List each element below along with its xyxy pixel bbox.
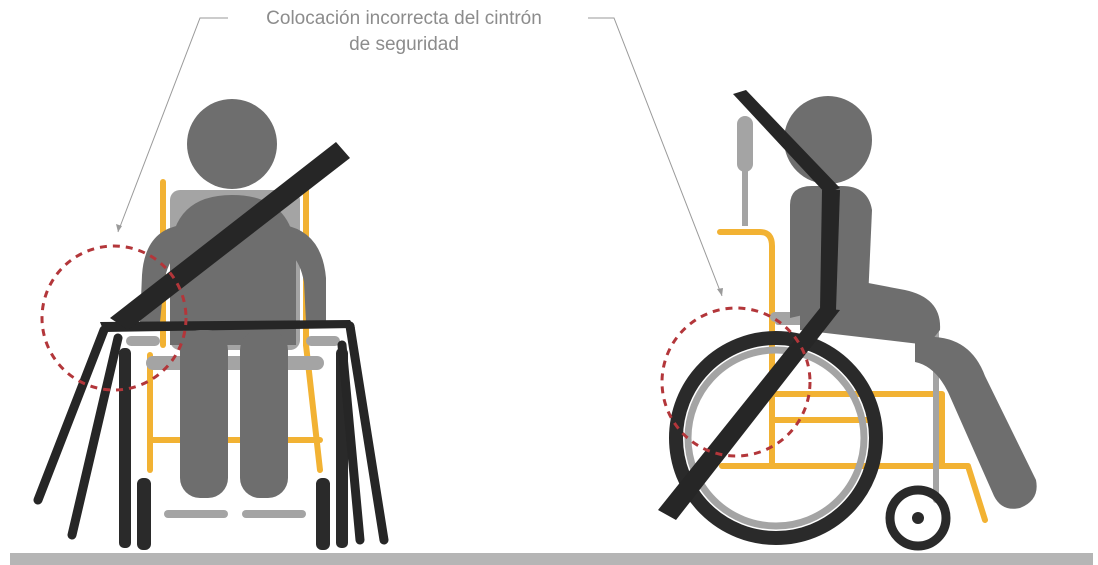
front-armrest-bar <box>100 320 355 332</box>
leader-lines <box>116 17 723 297</box>
front-side-pad-left <box>126 336 160 346</box>
caption-line-2: de seguridad <box>349 34 459 55</box>
front-side-pad-right <box>306 336 340 346</box>
side-handle-post <box>742 168 748 226</box>
side-highlight-circle <box>660 306 812 458</box>
side-shoulder-belt-lower <box>820 190 840 310</box>
front-torso <box>170 195 296 345</box>
leader-line-right <box>588 17 723 297</box>
wheelchair-user-front-view <box>33 99 389 550</box>
caption: Colocación incorrecta del cintrón de seg… <box>266 8 542 55</box>
side-rear-wheel-outer <box>669 331 883 545</box>
side-front-caster-hub <box>912 512 924 524</box>
side-lap-belt <box>658 308 840 520</box>
front-leg-right <box>240 330 288 498</box>
side-lower-leg <box>915 336 1037 509</box>
front-leg-left <box>180 330 228 498</box>
front-shoulder-belt <box>110 142 350 330</box>
front-head <box>187 99 277 189</box>
leader-arrow-right <box>717 288 723 296</box>
side-frame <box>717 229 988 523</box>
side-shoulder-belt-upper <box>733 90 840 194</box>
side-head <box>784 96 872 184</box>
leader-line-left <box>117 17 228 233</box>
leader-arrow-left <box>116 224 122 232</box>
wheelchair-user-side-view <box>658 90 1037 551</box>
ground-line <box>10 553 1093 565</box>
front-arm-right <box>276 225 326 322</box>
side-handle-grip <box>737 116 753 172</box>
front-footrest-left <box>164 510 228 518</box>
front-highlight-circle <box>40 244 188 392</box>
front-handrims <box>33 321 389 545</box>
side-rear-wheel-rim <box>684 346 868 530</box>
caption-line-1: Colocación incorrecta del cintrón <box>266 8 542 29</box>
front-footrest-right <box>242 510 306 518</box>
side-front-caster <box>885 485 951 551</box>
